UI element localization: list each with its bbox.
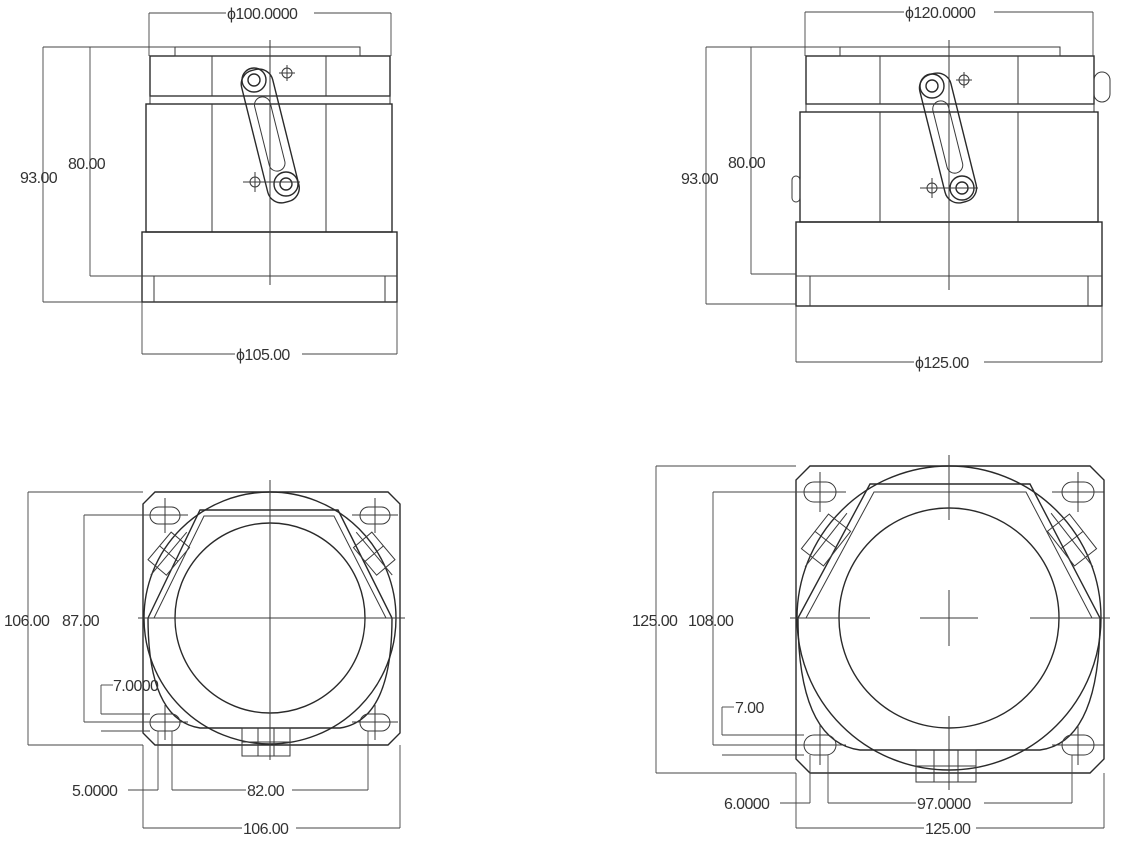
dim-slot-width: 5.0000 <box>72 783 118 800</box>
dim-height-inner: 80.00 <box>68 156 106 173</box>
dim-outer-height: 125.00 <box>632 613 678 630</box>
base-plate-outline <box>142 491 401 746</box>
top-view-125: 125.00 108.00 7.00 6.0000 97.0000 125.00 <box>632 455 1110 838</box>
housing-outline <box>797 483 1101 751</box>
dim-outer-height: 106.00 <box>4 613 50 630</box>
dim-height-outer: 93.00 <box>681 171 719 188</box>
top-cap <box>174 46 361 57</box>
body-block <box>145 103 393 233</box>
side-view-100: ϕ100.0000 93.00 80.00 ϕ105.00 <box>20 6 398 364</box>
link-arm <box>918 72 978 204</box>
dim-hole-height: 108.00 <box>688 613 734 630</box>
dim-outer-width: 125.00 <box>925 821 971 838</box>
dim-hole-spacing: 97.0000 <box>917 796 971 813</box>
bearing-row <box>805 103 1095 113</box>
dim-top-diameter: ϕ120.0000 <box>905 5 976 22</box>
dim-base-diameter: ϕ125.00 <box>915 355 969 372</box>
dim-hole-spacing: 82.00 <box>247 783 285 800</box>
dim-slot-width: 6.0000 <box>724 796 770 813</box>
dim-base-diameter: ϕ105.00 <box>236 347 290 364</box>
dim-top-diameter: ϕ100.0000 <box>227 6 298 23</box>
side-block-right <box>352 531 396 576</box>
side-block-left <box>147 531 191 576</box>
dim-hole-height: 87.00 <box>62 613 100 630</box>
base-plate-outline <box>795 465 1105 774</box>
side-knob <box>1093 71 1111 103</box>
side-block-left <box>800 512 852 568</box>
top-cap <box>839 46 1061 57</box>
dim-slot-offset: 7.00 <box>735 700 764 717</box>
side-block-right <box>1046 512 1098 568</box>
side-view-120: ϕ120.0000 93.00 80.00 ϕ125.00 <box>681 5 1111 372</box>
top-view-106: 106.00 87.00 7.0000 5.0000 82.00 106.00 <box>4 480 405 838</box>
dim-outer-width: 106.00 <box>243 821 289 838</box>
link-arm <box>240 68 300 204</box>
dim-height-outer: 93.00 <box>20 170 58 187</box>
housing-outline <box>147 509 393 729</box>
dim-slot-offset: 7.0000 <box>113 678 159 695</box>
dim-height-inner: 80.00 <box>728 155 766 172</box>
